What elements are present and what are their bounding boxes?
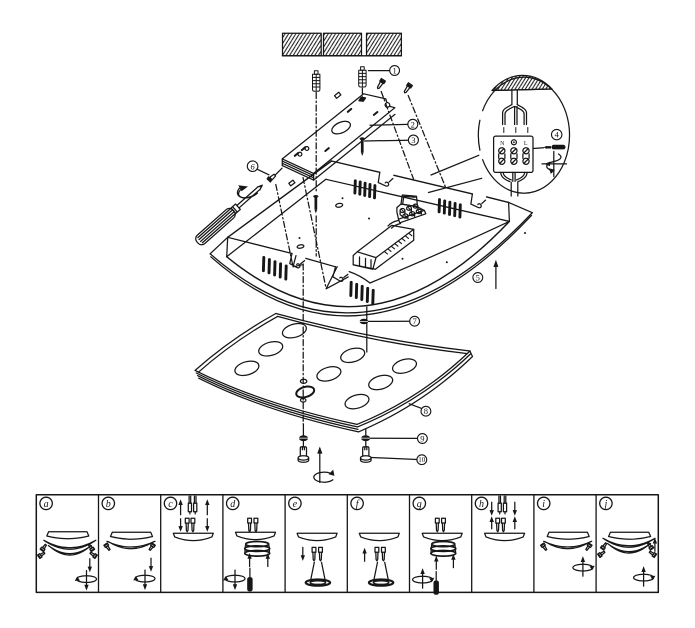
- svg-text:8: 8: [424, 406, 428, 416]
- svg-text:b: b: [106, 499, 111, 510]
- svg-text:4: 4: [555, 130, 560, 140]
- svg-text:7: 7: [412, 316, 416, 326]
- svg-text:9: 9: [420, 434, 424, 444]
- svg-text:f: f: [356, 499, 360, 510]
- svg-text:5: 5: [476, 273, 480, 283]
- svg-text:d: d: [230, 499, 236, 510]
- svg-text:i: i: [542, 499, 545, 510]
- svg-text:c: c: [168, 499, 173, 510]
- svg-text:3: 3: [411, 135, 415, 145]
- svg-text:h: h: [479, 499, 484, 510]
- svg-text:g: g: [417, 499, 422, 510]
- svg-text:a: a: [44, 499, 49, 510]
- svg-text:10: 10: [418, 456, 426, 464]
- svg-text:e: e: [293, 499, 298, 510]
- svg-text:L: L: [524, 141, 528, 147]
- svg-text:1: 1: [392, 66, 396, 76]
- svg-text:N: N: [500, 141, 505, 147]
- svg-text:j: j: [603, 499, 608, 510]
- svg-text:6: 6: [250, 161, 255, 171]
- svg-text:2: 2: [411, 119, 415, 129]
